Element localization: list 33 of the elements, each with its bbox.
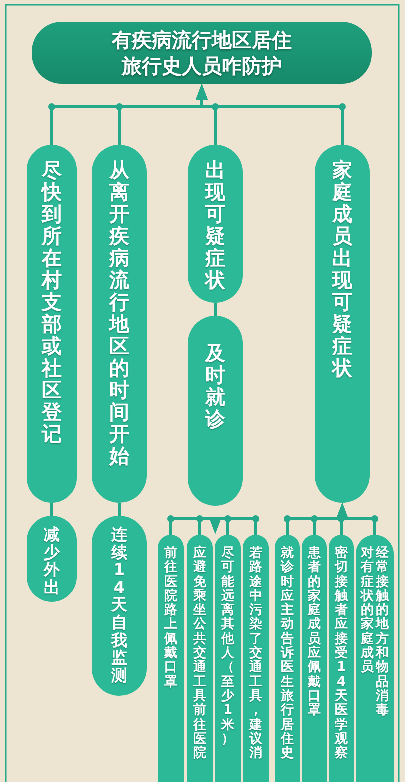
connector-line [214, 303, 217, 316]
node-text: 经常接触的地方和物品消毒 [376, 547, 389, 720]
node-text: 家庭成员出现可疑症状 [332, 159, 352, 382]
node-text: 从离开疾病流行地区的时间开始 [110, 159, 130, 470]
node-text: 减少外出 [44, 526, 60, 599]
node-text: 应避免乘坐公共交通工具前往医院 [194, 547, 206, 764]
node-text: 出现可疑症状 [206, 159, 226, 294]
node-text: 就诊时应主动告诉医生旅行居住史 [281, 547, 294, 764]
title-text: 有疾病流行地区居住旅行史人员咋防护 [110, 27, 293, 79]
tab-box [329, 535, 354, 782]
node-text: 对有症状的家庭成员 [361, 547, 374, 678]
tab-box [302, 535, 327, 782]
tab-box [187, 535, 213, 782]
rounded-box [27, 516, 77, 602]
rounded-box [27, 145, 77, 503]
connector-line [336, 503, 376, 535]
node-text: 尽快到所在村支部或社区登记 [42, 159, 62, 448]
connector-line [118, 503, 121, 516]
tab-box [243, 535, 269, 782]
tab-box [356, 535, 394, 782]
node-text: 及时就诊 [206, 342, 226, 433]
connector-line [50, 503, 54, 516]
node-text: 若路途中污染了交通工具，建议消 [250, 547, 262, 764]
connector-line [196, 84, 344, 145]
node-text: 前往医院路上佩戴口罩 [164, 547, 178, 692]
node-text: 连续14天自我监测 [112, 526, 128, 687]
node-text: 尽可能远离其他人（至少1米） [222, 547, 234, 749]
node-text: 患者的家庭成员应佩戴口罩 [308, 547, 321, 720]
connector-line [210, 518, 258, 535]
tab-box [215, 535, 241, 782]
tab-box [158, 535, 184, 782]
tab-box [275, 535, 300, 782]
node-text: 密切接触者应接受14天医学观察 [335, 547, 348, 764]
